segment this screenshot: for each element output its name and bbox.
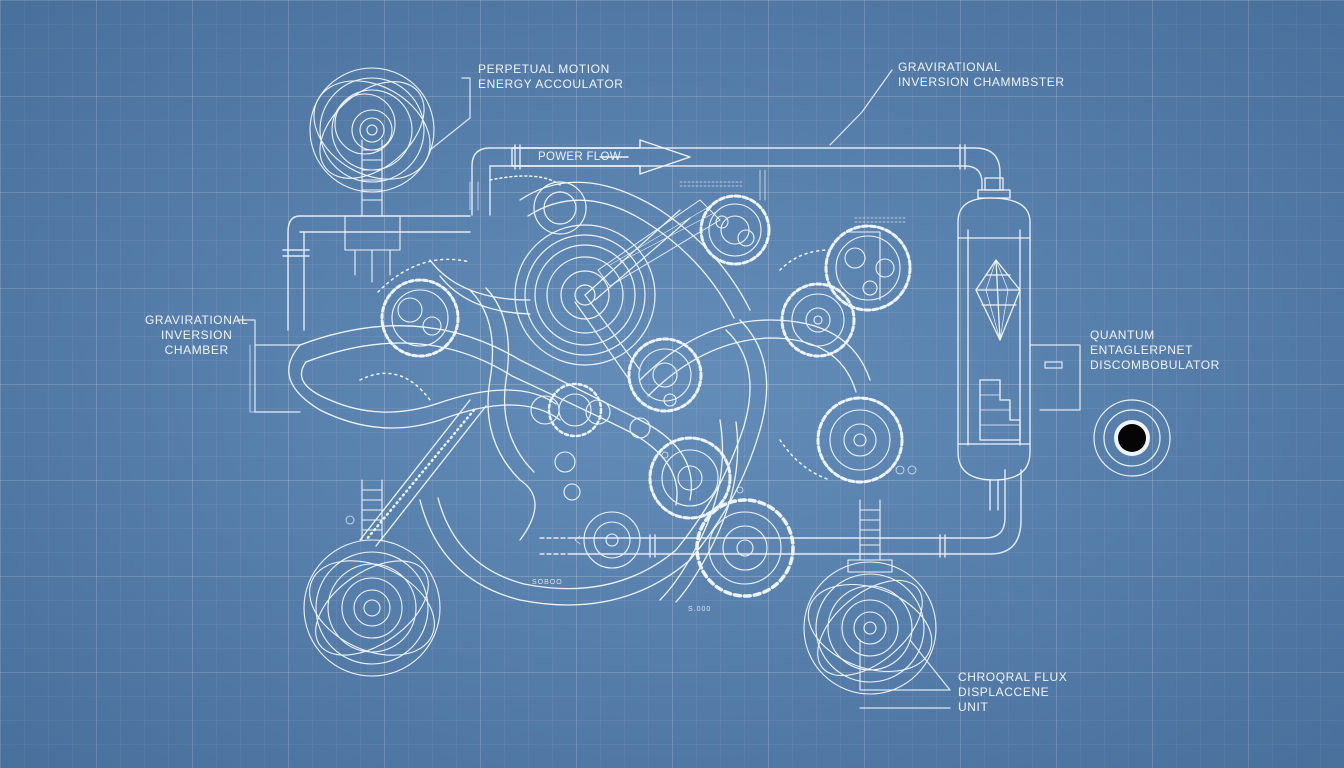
label-power-flow: Power Flow [538,151,621,163]
label-perpetual-motion-line1: Perpetual Motion [478,62,610,76]
label-quantum: Quantum Entaglerpnet Discombobulator [1090,328,1220,373]
label-chronal-line1: Chroqral Flux [958,670,1068,684]
detail-marks [249,169,917,545]
label-chronal: Chroqral Flux Displaccene Unit [958,670,1067,715]
label-gravitational-left-line2: Inversion [160,328,233,342]
label-quantum-line3: Discombobulator [1090,358,1220,372]
label-gravitational-top: Gravirational Inversion Chammbster [898,60,1065,90]
gears [359,175,912,598]
label-chronal-line3: Unit [958,700,989,714]
label-gravitational-left: Gravirational Inversion Chamber [145,313,248,358]
label-quantum-line2: Entaglerpnet [1090,343,1193,357]
label-perpetual-motion-line2: Energy Accoulator [478,77,624,91]
label-gravitational-top-line1: Gravirational [898,60,1002,74]
callout-lines [237,69,1081,709]
bottom-left-wheel [303,479,441,677]
label-chronal-line2: Displaccene [958,685,1050,699]
label-gravitational-top-line2: Inversion Chammbster [898,75,1065,89]
central-turbine [514,181,721,379]
black-port [1093,399,1171,477]
bottom-right-wheel [803,499,937,695]
micro-text-1: SOBOO [532,579,563,586]
label-gravitational-left-line1: Gravirational [145,313,249,327]
label-quantum-line1: Quantum [1090,328,1155,342]
micro-text-2: S.000 [688,606,712,613]
top-left-wheel [309,67,435,283]
label-perpetual-motion: Perpetual Motion Energy Accoulator [478,62,624,92]
power-flow-arrow [511,139,691,175]
label-gravitational-left-line3: Chamber [164,343,229,357]
pipe-frame [282,144,1022,558]
quantum-capsule [957,177,1031,511]
